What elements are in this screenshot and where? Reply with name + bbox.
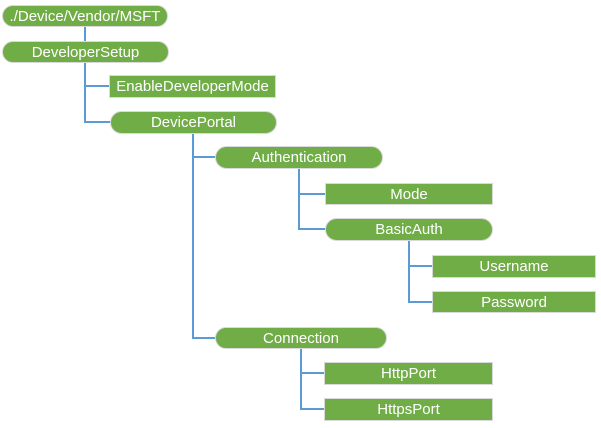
connector-root-to-developersetup bbox=[84, 27, 86, 41]
connector-branch-mode bbox=[298, 193, 326, 195]
connector-branch-httpsport bbox=[300, 408, 325, 410]
connector-branch-authentication bbox=[192, 156, 216, 158]
node-basicauth: BasicAuth bbox=[325, 218, 493, 241]
node-enabledevelopermode: EnableDeveloperMode bbox=[109, 75, 276, 98]
node-username: Username bbox=[432, 255, 596, 278]
connector-authentication-trunk bbox=[298, 169, 300, 230]
node-device-vendor-msft: ./Device/Vendor/MSFT bbox=[2, 5, 168, 27]
node-connection: Connection bbox=[215, 327, 387, 349]
connector-branch-enabledevelopermode bbox=[84, 85, 110, 87]
node-developersetup: DeveloperSetup bbox=[2, 41, 169, 63]
connector-branch-deviceportal bbox=[84, 121, 111, 123]
node-deviceportal: DevicePortal bbox=[110, 111, 277, 134]
connector-branch-httpport bbox=[300, 372, 325, 374]
connector-connection-trunk bbox=[300, 349, 302, 410]
connector-developersetup-trunk bbox=[84, 63, 86, 123]
connector-branch-connection bbox=[192, 337, 216, 339]
connector-deviceportal-trunk bbox=[192, 134, 194, 339]
node-httpsport: HttpsPort bbox=[324, 398, 493, 421]
connector-branch-password bbox=[408, 301, 433, 303]
node-httpport: HttpPort bbox=[324, 362, 493, 385]
connector-basicauth-trunk bbox=[408, 241, 410, 303]
connector-branch-username bbox=[408, 265, 433, 267]
connector-branch-basicauth bbox=[298, 228, 326, 230]
node-authentication: Authentication bbox=[215, 146, 383, 169]
node-mode: Mode bbox=[325, 183, 493, 205]
node-password: Password bbox=[432, 291, 596, 313]
